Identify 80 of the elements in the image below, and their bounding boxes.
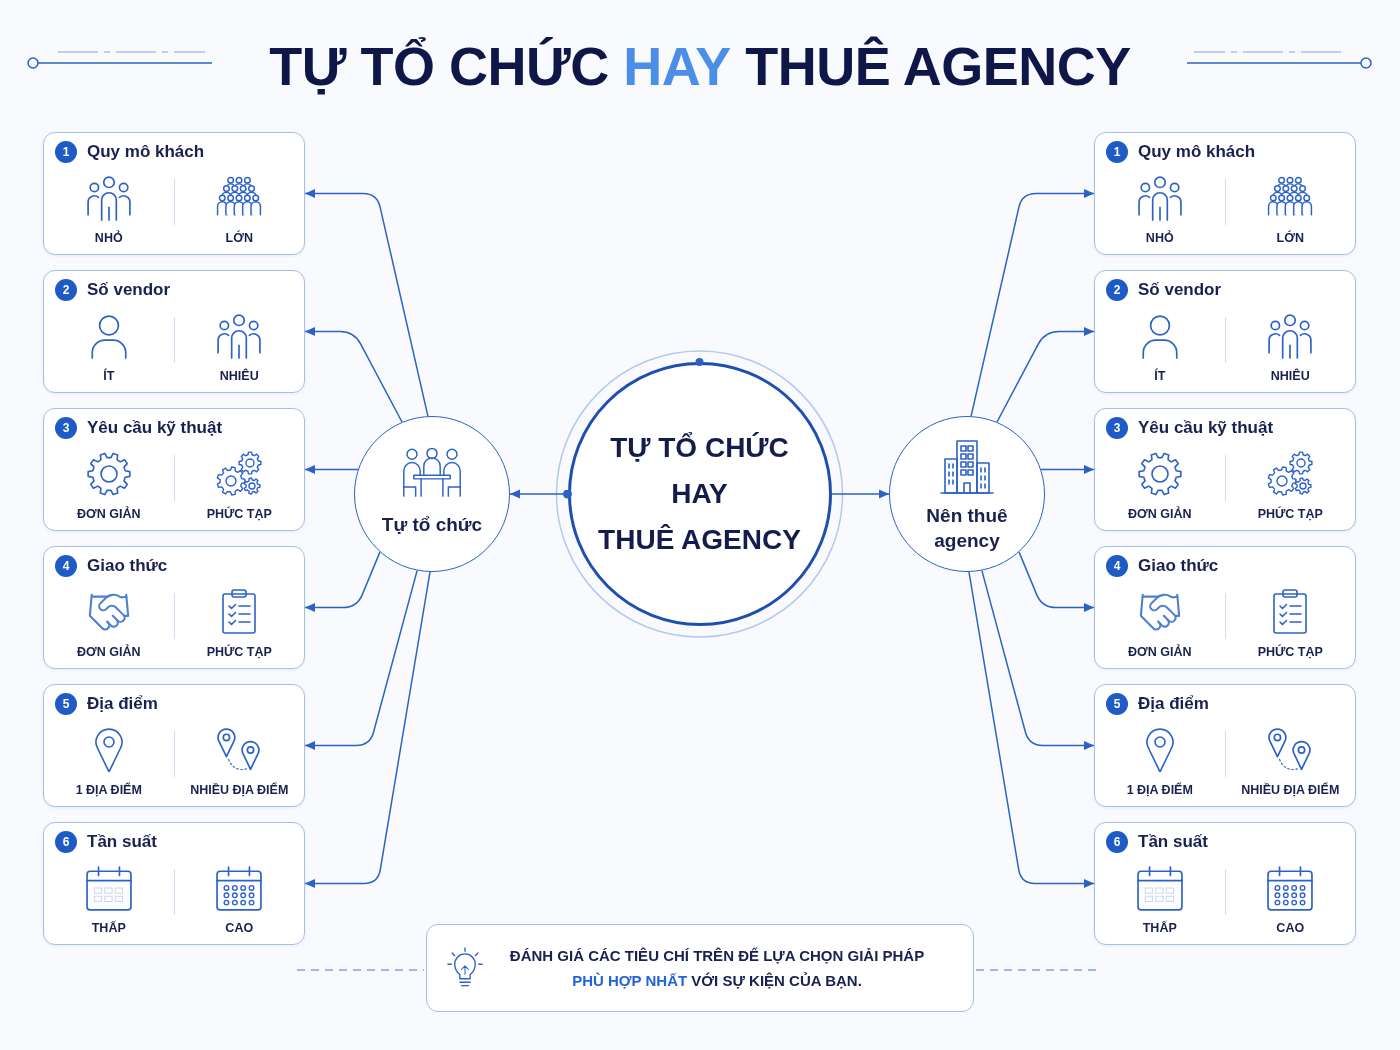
option-label: ĐƠN GIẢN: [77, 644, 141, 660]
option-label: 1 ĐỊA ĐIỂM: [1126, 782, 1193, 798]
number-badge: 3: [55, 417, 77, 439]
option-label: ÍT: [103, 368, 115, 384]
note-text: ĐÁNH GIÁ CÁC TIÊU CHÍ TRÊN ĐỂ LỰA CHỌN GIẢI PHÁP PHÙ HỢP NHẤT VỚI SỰ KIỆN CỦA BẠN.: [508, 946, 926, 991]
option-label: ĐƠN GIẢN: [1128, 644, 1192, 660]
criteria-card: [1094, 822, 1356, 945]
criteria-card: [43, 408, 305, 531]
criteria-card: [43, 822, 305, 945]
card-heading: Địa điểm: [87, 693, 158, 715]
connector-arrow: [304, 465, 359, 474]
option-label: THẤP: [91, 920, 126, 936]
option-label: LỚN: [225, 230, 253, 246]
connector-arrow: [304, 571, 431, 888]
number-badge: 5: [1106, 693, 1128, 715]
number-badge: 4: [1106, 555, 1128, 577]
option-label: NHỎ: [94, 230, 123, 246]
number-badge: 5: [55, 693, 77, 715]
option-label: ÍT: [1154, 368, 1166, 384]
criteria-card: [1094, 270, 1356, 393]
connector-arrow: [509, 489, 572, 499]
connector-arrow: [304, 569, 418, 750]
connector-arrow: [968, 571, 1095, 888]
connector-arrow: [1018, 551, 1095, 612]
circle-title: TỰ TỔ CHỨC HAY THUÊ AGENCY: [598, 431, 801, 557]
option-label: CAO: [225, 920, 254, 936]
card-heading: Giao thức: [87, 555, 168, 577]
option-label: LỚN: [1276, 230, 1304, 246]
option-label: CAO: [1276, 920, 1305, 936]
number-badge: 3: [1106, 417, 1128, 439]
card-heading: Tần suất: [87, 831, 157, 853]
card-heading: Yêu cầu kỹ thuật: [1138, 417, 1274, 439]
number-badge: 1: [1106, 141, 1128, 163]
connector-arrow: [304, 551, 381, 612]
option-label: 1 ĐỊA ĐIỂM: [75, 782, 142, 798]
connector-arrow: [304, 189, 429, 417]
number-badge: 2: [1106, 279, 1128, 301]
criteria-card: [1094, 546, 1356, 669]
connector-arrow: [304, 327, 403, 423]
number-badge: 1: [55, 141, 77, 163]
number-badge: 6: [1106, 831, 1128, 853]
option-label: THẤP: [1142, 920, 1177, 936]
option-label: NHIỀU ĐỊA ĐIỂM: [190, 782, 289, 798]
criteria-card: [43, 546, 305, 669]
card-heading: Địa điểm: [1138, 693, 1209, 715]
connector-arrow: [970, 189, 1095, 417]
option-label: ĐƠN GIẢN: [1128, 506, 1192, 522]
card-heading: Giao thức: [1138, 555, 1219, 577]
criteria-card: [1094, 408, 1356, 531]
option-label: PHỨC TẠP: [206, 506, 272, 522]
number-badge: 6: [55, 831, 77, 853]
note-box: [426, 924, 974, 1012]
circle-label: Nên thuê agency: [925, 504, 1009, 553]
card-heading: Số vendor: [87, 279, 171, 301]
option-label: ĐƠN GIẢN: [77, 506, 141, 522]
card-heading: Quy mô khách: [1138, 141, 1256, 163]
connector-arrow: [996, 327, 1095, 423]
option-label: NHIÊU: [219, 368, 259, 384]
card-heading: Yêu cầu kỹ thuật: [87, 417, 223, 439]
criteria-card: [43, 132, 305, 255]
criteria-card: [1094, 684, 1356, 807]
criteria-card: [43, 684, 305, 807]
connector-arrow: [981, 569, 1095, 750]
criteria-card: [43, 270, 305, 393]
card-heading: Tần suất: [1138, 831, 1208, 853]
criteria-card: [1094, 132, 1356, 255]
connector-arrow: [1040, 465, 1095, 474]
option-label: PHỨC TẠP: [206, 644, 272, 660]
circle-label: Tự tổ chức: [380, 513, 484, 537]
title: TỰ TỔ CHỨC HAY THUÊ AGENCY: [269, 35, 1131, 98]
option-label: NHIÊU: [1270, 368, 1310, 384]
option-label: NHIỀU ĐỊA ĐIỂM: [1241, 782, 1340, 798]
card-heading: Quy mô khách: [87, 141, 205, 163]
number-badge: 4: [55, 555, 77, 577]
card-heading: Số vendor: [1138, 279, 1222, 301]
option-label: PHỨC TẠP: [1257, 506, 1323, 522]
number-badge: 2: [55, 279, 77, 301]
option-label: PHỨC TẠP: [1257, 644, 1323, 660]
connector-arrow: [830, 489, 890, 499]
option-label: NHỎ: [1145, 230, 1174, 246]
